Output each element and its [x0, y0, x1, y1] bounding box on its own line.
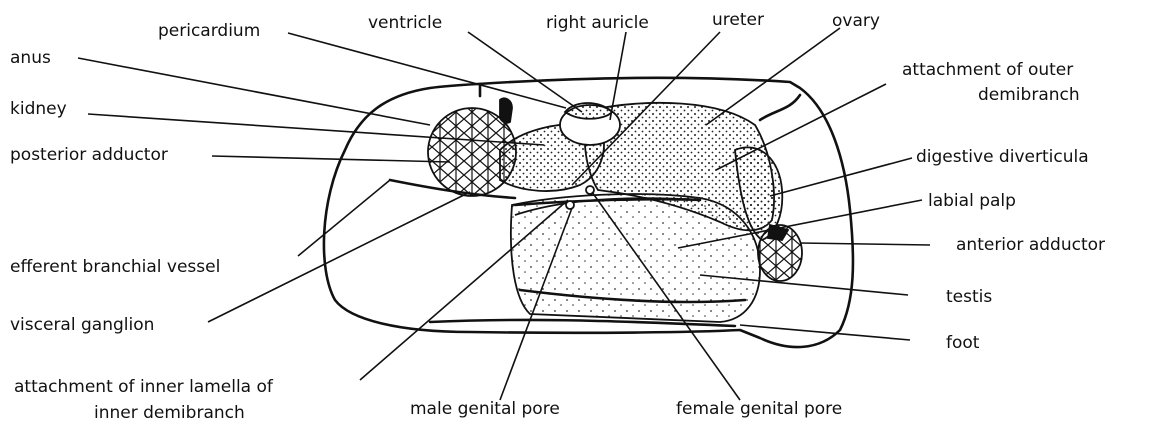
label-labial-palp: labial palp: [928, 191, 1016, 211]
leader-pericardium: [288, 33, 566, 108]
label-anterior-adductor: anterior adductor: [956, 235, 1105, 255]
label-foot: foot: [946, 333, 980, 353]
label-visceral-ganglion: visceral ganglion: [10, 315, 154, 335]
anus-dark: [500, 98, 512, 122]
leader-ventricle: [468, 32, 582, 112]
label-attachment-outer-1: attachment of outer: [902, 60, 1073, 80]
label-male-genital-pore: male genital pore: [410, 399, 560, 419]
label-digestive-diverticula: digestive diverticula: [916, 147, 1089, 167]
label-anus: anus: [10, 48, 51, 68]
label-kidney: kidney: [10, 99, 67, 119]
leader-lines: [78, 28, 930, 400]
leader-posterior-adductor: [212, 156, 450, 162]
label-attachment-inner-1: attachment of inner lamella of: [14, 377, 274, 397]
label-ventricle: ventricle: [368, 13, 442, 33]
label-female-genital-pore: female genital pore: [676, 399, 842, 419]
label-right-auricle: right auricle: [546, 13, 649, 33]
label-ureter: ureter: [712, 10, 764, 30]
label-testis: testis: [946, 287, 992, 307]
label-attachment-outer-2: demibranch: [978, 85, 1080, 105]
label-pericardium: pericardium: [158, 21, 260, 41]
leader-foot: [740, 325, 910, 340]
label-attachment-inner-2: inner demibranch: [94, 403, 245, 423]
male-genital-pore-mark: [566, 201, 574, 209]
leader-visceral-ganglion: [208, 192, 470, 322]
label-posterior-adductor: posterior adductor: [10, 145, 168, 165]
label-ovary: ovary: [832, 11, 880, 31]
leader-anus: [78, 58, 430, 125]
leader-efferent: [298, 180, 390, 256]
leader-anterior-adductor: [800, 243, 930, 245]
label-efferent-branchial-vessel: efferent branchial vessel: [10, 257, 220, 277]
